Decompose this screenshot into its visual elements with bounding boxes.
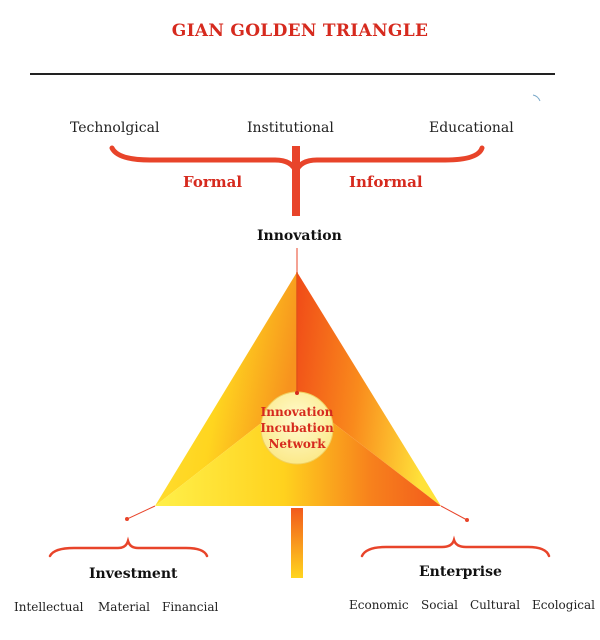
right-connector-dot xyxy=(465,518,469,522)
center-label-2: Incubation xyxy=(260,421,334,435)
center-label-1: Innovation xyxy=(261,405,334,419)
triangle-right-face xyxy=(297,272,441,506)
label-investment: Investment xyxy=(89,566,178,582)
decorative-mark xyxy=(532,94,541,102)
label-innovation-apex: Innovation xyxy=(257,228,342,244)
top-stem xyxy=(292,146,300,216)
item-social: Social xyxy=(421,598,458,612)
label-technological: Technolgical xyxy=(70,120,160,136)
right-connector xyxy=(440,505,468,521)
item-financial: Financial xyxy=(162,600,219,614)
item-economic: Economic xyxy=(349,598,409,612)
diagram-title: GIAN GOLDEN TRIANGLE xyxy=(171,21,429,41)
center-top-dot xyxy=(295,391,299,395)
item-cultural: Cultural xyxy=(470,598,521,612)
left-brace xyxy=(48,536,209,558)
center-label-3: Network xyxy=(268,437,326,451)
label-formal: Formal xyxy=(183,173,243,191)
item-material: Material xyxy=(98,600,150,614)
left-connector xyxy=(126,505,156,520)
item-intellectual: Intellectual xyxy=(14,600,84,614)
left-connector-dot xyxy=(125,517,129,521)
title-divider xyxy=(30,73,555,75)
item-ecological: Ecological xyxy=(532,598,595,612)
label-institutional: Institutional xyxy=(247,120,334,136)
label-informal: Informal xyxy=(349,173,423,191)
label-educational: Educational xyxy=(429,120,514,136)
bottom-stem xyxy=(291,508,303,578)
label-enterprise: Enterprise xyxy=(419,564,502,580)
right-brace xyxy=(360,535,551,558)
triangle-left-face xyxy=(155,272,297,506)
